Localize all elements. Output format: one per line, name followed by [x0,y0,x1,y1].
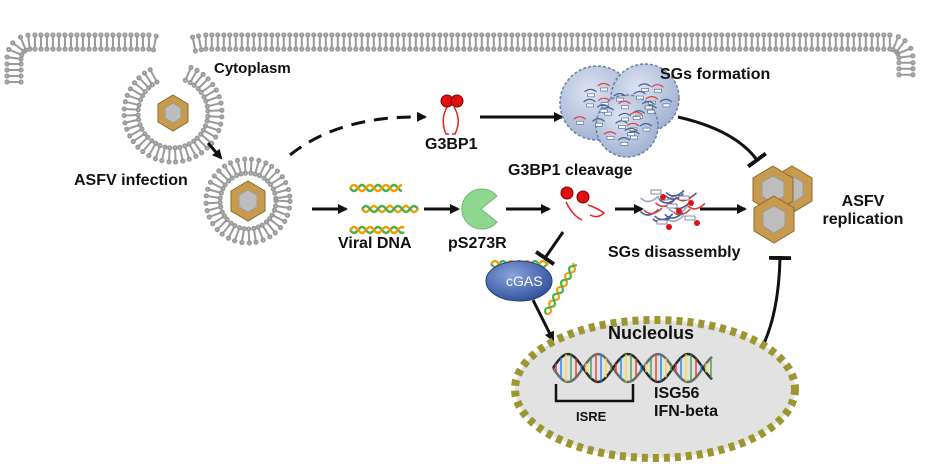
g3bp1-cleavage-label: G3BP1 cleavage [508,162,633,179]
ps273r-label: pS273R [448,235,507,252]
replicating-virions [752,165,813,244]
cleaved-g3bp1 [560,186,606,221]
stress-granules [559,63,680,158]
disassembled-granule [639,189,706,230]
endosome-membrane [203,156,293,246]
isg56-ifn-label: ISG56 IFN-beta [654,385,718,421]
cgas-protein [485,259,578,316]
nuclear-dna-helix [551,352,713,384]
arrow-cgas-to-nucleus [531,299,555,342]
asfv-infection-label: ASFV infection [74,172,188,189]
sgs-disassembly-label: SGs disassembly [608,244,741,261]
isre-label: ISRE [576,409,607,424]
endosome-membrane-top [121,64,225,165]
cgas-label: cGAS [506,273,543,289]
viral-dna [349,183,419,235]
isre-bracket [554,384,635,403]
nucleus [511,316,799,462]
ps273r-protease [461,188,498,230]
inhibit-sgs-replication [677,115,768,169]
nucleolus-label: Nucleolus [608,323,695,343]
arrow-entry [206,142,223,160]
cell-membrane [4,32,916,85]
g3bp1-protein [440,94,464,135]
endosome-virion [203,156,293,246]
invaginating-virion [121,64,225,165]
cytoplasm-label: Cytoplasm [214,60,291,77]
viral-dna-label: Viral DNA [338,235,412,252]
arrow-to-g3bp1 [289,111,427,157]
g3bp1-label: G3BP1 [425,136,478,153]
sgs-formation-label: SGs formation [660,66,771,83]
pathway-arrows [206,111,792,382]
inhibit-cgas [534,231,565,266]
asfv-replication-label: ASFV replication [822,193,904,229]
